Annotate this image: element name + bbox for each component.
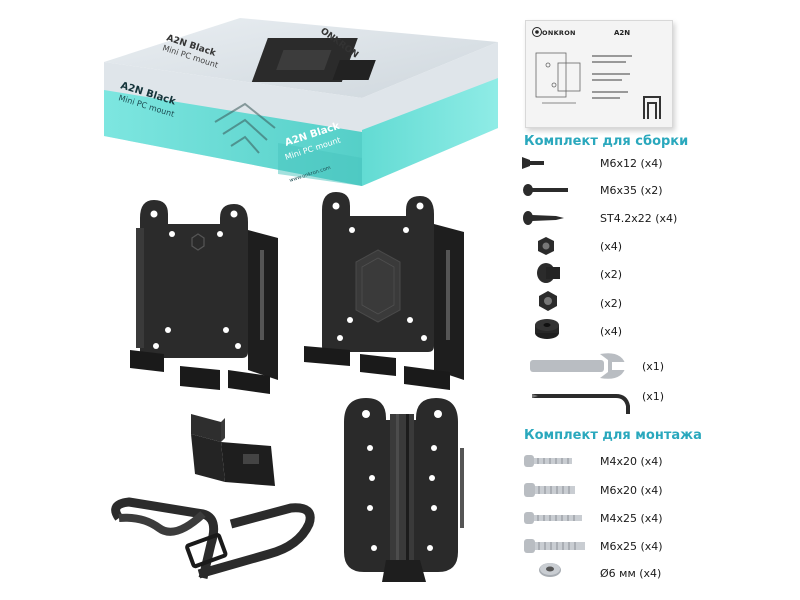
washer-icon [539,563,561,577]
manual-diagram [535,52,661,119]
mounting-item-label: M4x20 (x4) [600,455,663,468]
hex-nut-icon [538,237,554,255]
small-clip-bracket [191,414,275,486]
wall-mount-plate [344,398,464,582]
wrench-icon [530,353,628,379]
mounting-item-label: Ø6 мм (x4) [600,567,662,580]
lock-nut-icon [539,291,557,311]
assembly-item-label: (x2) [600,268,623,281]
assembly-item-label: M6x12 (x4) [600,157,663,170]
assembly-item-label: (x4) [600,325,623,338]
assembly-item-label: M6x35 (x2) [600,184,663,197]
assembly-item-label: (x2) [600,297,623,310]
long-screw-icon [523,184,568,196]
manual-brand: ONKRON [542,29,576,37]
assembly-item-label: (x1) [642,390,665,403]
mounting-item-label: M6x20 (x4) [600,484,663,497]
instruction-manual: ONKRON A2N [525,20,673,128]
barrel-nut-icon [537,263,560,283]
flat-head-screw-icon [522,157,544,169]
manual-model: A2N [614,29,631,37]
assembly-kit-title: Комплект для сборки [524,134,689,149]
mounting-kit-title: Комплект для монтажа [524,428,702,443]
assembly-item-label: ST4.2x22 (x4) [600,212,678,225]
left-bracket-plate [130,200,278,394]
right-bracket-plate [304,192,464,390]
box-logo-graphic [214,102,276,154]
machine-screw-icon [524,539,585,553]
hex-key-icon [532,394,630,414]
mounting-item-label: M6x25 (x4) [600,540,663,553]
assembly-item-label: (x1) [642,360,665,373]
mounting-item-label: M4x25 (x4) [600,512,663,525]
machine-screw-icon [524,455,572,467]
machine-screw-icon [524,483,575,497]
lid-product-image [251,38,376,82]
self-tapping-screw-icon [523,211,564,225]
product-box: ONKRON A2N Black Mini PC mount A2N Black… [104,18,498,186]
rubber-spacer-icon [535,319,559,339]
velcro-strap [111,497,315,580]
onkron-logo-icon [532,27,542,37]
machine-screw-icon [524,512,582,524]
assembly-item-label: (x4) [600,240,623,253]
